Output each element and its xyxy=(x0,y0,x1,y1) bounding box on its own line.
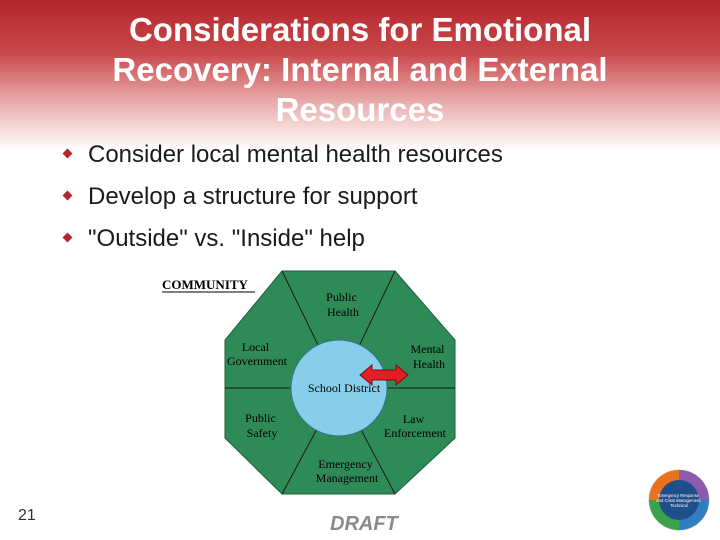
svg-text:Emergency Response and Cri: Emergency Response and Crisis Management… xyxy=(656,493,701,508)
center-label: School District xyxy=(308,381,381,395)
slide-number: 21 xyxy=(18,507,36,524)
bullet-list: Consider local mental health resources D… xyxy=(62,138,503,264)
title-line-3: Resources xyxy=(275,91,445,128)
title-line-2: Recovery: Internal and External xyxy=(112,51,608,88)
title-line-1: Considerations for Emotional xyxy=(128,11,592,48)
community-label: COMMUNITY xyxy=(162,277,249,292)
segment-label-law-enforcement: Law Enforcement xyxy=(384,412,447,440)
segment-label-public-safety: Public Safety xyxy=(245,411,279,440)
slide-title: Considerations for Emotional Recovery: I… xyxy=(40,10,680,130)
segment-label-mental-health: Mental Health xyxy=(411,342,448,371)
segment-label-public-health: Public Health xyxy=(326,290,360,319)
segment-label-local-government: Local Government xyxy=(227,340,288,368)
bullet-text: Consider local mental health resources xyxy=(88,141,503,168)
bullet-item: Develop a structure for support xyxy=(62,180,503,222)
double-arrow-icon xyxy=(359,363,409,387)
segment-label-emergency-management: Emergency Management xyxy=(316,457,379,485)
bullet-text: "Outside" vs. "Inside" help xyxy=(88,225,365,252)
draft-watermark: DRAFT xyxy=(330,513,398,535)
header-band xyxy=(0,0,720,150)
bullet-text: Develop a structure for support xyxy=(88,183,418,210)
erc-logo: Emergency Response and Crisis Management… xyxy=(648,469,710,531)
school-district-circle xyxy=(290,339,388,437)
bullet-item: "Outside" vs. "Inside" help xyxy=(62,222,503,264)
bullet-item: Consider local mental health resources xyxy=(62,138,503,180)
